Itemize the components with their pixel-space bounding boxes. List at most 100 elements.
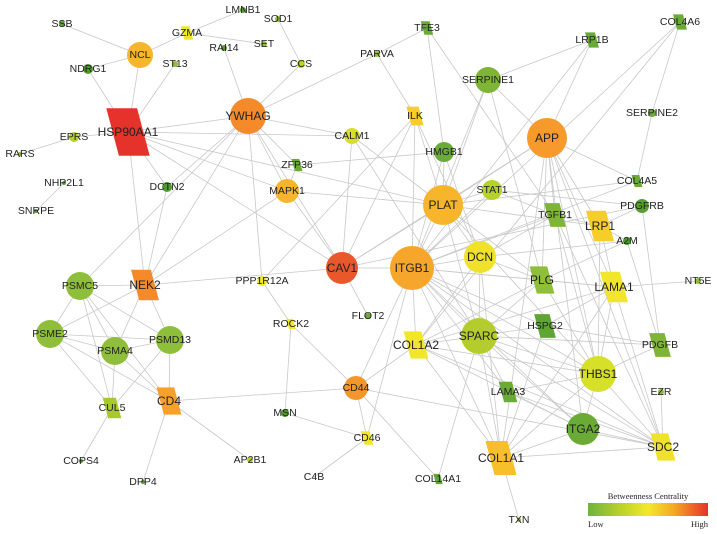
node-hmgb1[interactable]: HMGB1 [425, 142, 463, 162]
node-nt5e[interactable]: NT5E [685, 275, 712, 287]
edge-itgb1-thbs1 [411, 267, 599, 375]
node-rai14[interactable]: RAI14 [209, 42, 238, 54]
node-calm1[interactable]: CALM1 [334, 128, 370, 144]
node-hspg2[interactable]: HSPG2 [527, 314, 563, 338]
node-hsp90aa1[interactable]: HSP90AA1 [98, 108, 159, 156]
node-shape [18, 152, 22, 156]
edge-thbs1-col1a2 [415, 344, 599, 375]
node-cul5[interactable]: CUL5 [99, 397, 126, 419]
node-ccs[interactable]: CCS [290, 58, 312, 70]
legend-low-label: Low [588, 519, 604, 529]
node-psmc5[interactable]: PSMC5 [62, 272, 98, 300]
node-shape [172, 61, 178, 67]
edge-stat1-pdgfrb [491, 189, 643, 207]
node-lama3[interactable]: LAMA3 [491, 381, 526, 403]
node-tgfb1[interactable]: TGFB1 [538, 203, 572, 227]
node-stat1[interactable]: STAT1 [476, 180, 508, 200]
node-thbs1[interactable]: THBS1 [579, 356, 618, 392]
node-msn[interactable]: MSN [273, 407, 296, 419]
edge-mapk1-nek2 [144, 190, 288, 286]
node-itgb1[interactable]: ITGB1 [390, 246, 434, 290]
node-cd4[interactable]: CD4 [156, 387, 182, 415]
edge-col4a6-serpine2 [651, 21, 681, 114]
node-rars[interactable]: RARS [5, 148, 34, 160]
node-c4b[interactable]: C4B [304, 471, 324, 483]
edge-nhp2l1-snrpe [35, 182, 65, 212]
node-app[interactable]: APP [527, 118, 567, 158]
node-lmnb1[interactable]: LMNB1 [225, 4, 260, 16]
node-col14a1[interactable]: COL14A1 [415, 473, 461, 485]
node-nek2[interactable]: NEK2 [129, 269, 161, 301]
node-col1a2[interactable]: COL1A2 [393, 331, 439, 359]
node-zfp36[interactable]: ZFP36 [281, 159, 313, 171]
node-serpine1[interactable]: SERPINE1 [462, 67, 514, 93]
edge-col1a1-col1a2 [415, 344, 502, 459]
node-dpp4[interactable]: DPP4 [129, 476, 157, 488]
node-lama1[interactable]: LAMA1 [594, 271, 634, 303]
edge-zfp36-hmgb1 [296, 151, 445, 166]
node-ilk[interactable]: ILK [406, 106, 424, 126]
node-ndrg1[interactable]: NDRG1 [70, 63, 107, 75]
edge-ssb-ncl [61, 23, 141, 56]
node-label: CAV1 [327, 261, 358, 275]
node-cd44[interactable]: CD44 [343, 376, 370, 400]
node-ap2b1[interactable]: AP2B1 [234, 454, 267, 466]
node-col1a1[interactable]: COL1A1 [478, 441, 524, 475]
node-cav1[interactable]: CAV1 [326, 252, 358, 284]
node-label: SDC2 [647, 440, 679, 454]
node-sod1[interactable]: SOD1 [264, 13, 293, 25]
node-plg[interactable]: PLG [529, 266, 555, 294]
node-label: SERPINE2 [626, 107, 678, 119]
node-sdc2[interactable]: SDC2 [647, 433, 679, 461]
node-shape [240, 7, 246, 13]
node-set[interactable]: SET [254, 38, 275, 50]
node-ssb[interactable]: SSB [51, 18, 72, 30]
node-col4a5[interactable]: COL4A5 [617, 175, 657, 187]
node-psma4[interactable]: PSMA4 [97, 337, 133, 365]
node-col4a6[interactable]: COL4A6 [660, 14, 700, 30]
node-dctn2[interactable]: DCTN2 [149, 181, 184, 193]
edge-cd44-rock2 [290, 323, 357, 389]
node-txn[interactable]: TXN [509, 514, 530, 526]
node-lrp1[interactable]: LRP1 [585, 210, 615, 242]
node-lrp1b[interactable]: LRP1B [575, 32, 609, 48]
node-label: PLG [530, 273, 554, 287]
node-serpine2[interactable]: SERPINE2 [626, 107, 678, 119]
node-nhp2l1[interactable]: NHP2L1 [44, 177, 84, 189]
node-eprs[interactable]: EPRS [60, 131, 89, 143]
node-rock2[interactable]: ROCK2 [273, 318, 309, 330]
node-shape [156, 387, 182, 415]
node-label: LAMA1 [594, 280, 634, 294]
node-sparc[interactable]: SPARC [459, 318, 500, 354]
node-shape [62, 181, 66, 185]
edge-hsp90aa1-plat [127, 131, 444, 206]
node-pdgfb[interactable]: PDGFB [642, 333, 678, 357]
node-a2m[interactable]: A2M [616, 235, 638, 247]
node-ywhag[interactable]: YWHAG [225, 98, 271, 134]
node-gzma[interactable]: GZMA [172, 26, 202, 40]
node-itga2[interactable]: ITGA2 [566, 413, 601, 445]
node-tfe3[interactable]: TFE3 [414, 21, 440, 35]
node-shape [291, 159, 303, 171]
node-label: NCL [129, 49, 150, 61]
node-psmd13[interactable]: PSMD13 [149, 326, 191, 354]
node-flot2[interactable]: FLOT2 [352, 310, 385, 322]
node-psme2[interactable]: PSME2 [32, 320, 68, 348]
node-cops4[interactable]: COPS4 [63, 455, 99, 467]
node-ncl[interactable]: NCL [127, 42, 153, 68]
node-ezr[interactable]: EZR [651, 386, 672, 398]
edge-serpine1-itgb1 [411, 79, 489, 269]
node-dcn[interactable]: DCN [464, 241, 496, 273]
node-shape [695, 278, 701, 284]
node-shape [580, 356, 616, 392]
node-shape [365, 313, 371, 319]
node-pdgfrb[interactable]: PDGFRB [620, 199, 664, 213]
node-st13[interactable]: ST13 [162, 58, 187, 70]
node-cd46[interactable]: CD46 [354, 431, 381, 445]
node-ppp1r12a[interactable]: PPP1R12A [235, 275, 288, 287]
node-snrpe[interactable]: SNRPE [18, 205, 54, 217]
node-plat[interactable]: PLAT [423, 185, 463, 225]
node-parva[interactable]: PARVA [360, 48, 394, 60]
edge-thbs1-col1a1 [500, 373, 599, 459]
node-mapk1[interactable]: MAPK1 [269, 179, 305, 203]
